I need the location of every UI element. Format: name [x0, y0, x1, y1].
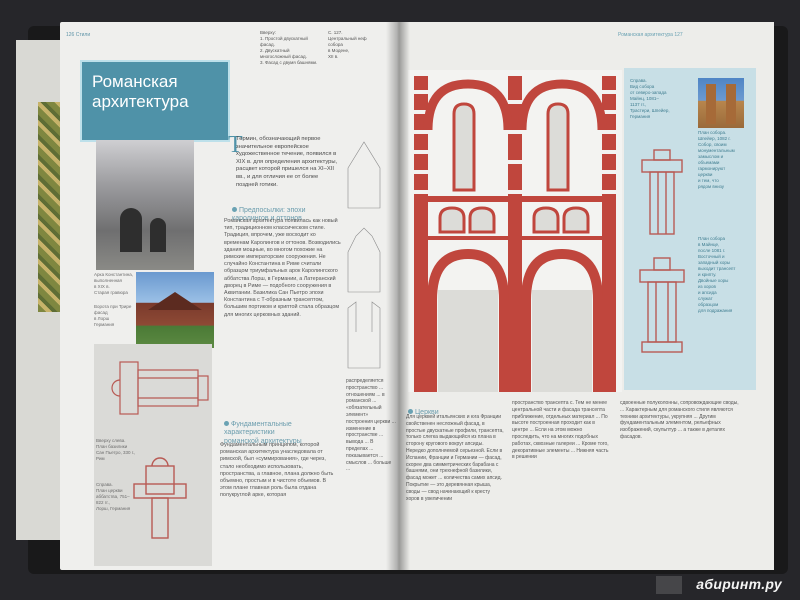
note-top-left: Вверху: 1. Простой двускатный фасад. 2. …: [260, 30, 318, 65]
caption-photo2: Ворота при Трире фасад в Лорш Германия: [94, 304, 132, 327]
section-heading-1-text: Предпосылки: эпохи каролингов и оттонов: [232, 206, 306, 223]
section-heading-1: Предпосылки: эпохи каролингов и оттонов: [232, 198, 342, 224]
arcade-arch-right: [521, 248, 603, 392]
section-heading-2: Фундаментальные характеристики романской…: [224, 412, 342, 446]
pier-center: [508, 76, 522, 392]
cathedral-tower: [726, 84, 736, 124]
section-heading-3-text: Церкви: [415, 408, 439, 416]
facade-types-sketches: [347, 141, 381, 369]
gallery-opening: [438, 206, 466, 234]
gatehouse-roof: [148, 292, 202, 310]
arch-of-constantine-photo: [96, 140, 194, 270]
lorsch-gatehouse-photo: [136, 272, 214, 348]
clerestory-window: [546, 102, 570, 192]
plans-panel: Вверху слева. План базилики Сан Пьетро, …: [94, 344, 212, 566]
lead-paragraph: Термин, обозначающий первое значительное…: [236, 136, 338, 188]
note-top-right: С. 127. Центральный неф собора в Модене,…: [328, 30, 367, 59]
section-heading-3: Церкви: [408, 400, 468, 417]
side-caption-3: План собора в Майнце, после 1081 г. Вост…: [698, 236, 736, 313]
pier-left: [414, 76, 428, 392]
right-running-head: Романская архитектура 127: [618, 32, 683, 38]
watermark: абиринт.ру: [696, 576, 782, 592]
left-page: 126 Стили Романская архитектура Арка Кон…: [60, 22, 398, 570]
left-running-head: 126 Стили: [66, 32, 91, 38]
right-page: Романская архитектура 127: [398, 22, 774, 570]
speyer-cathedral-photo: [698, 78, 744, 128]
caption-plan1: Вверху слева. План базилики Сан Пьетро, …: [96, 438, 136, 461]
right-col1-text: Для церквей итальянских и юга Франции св…: [406, 414, 504, 502]
basilica-plans-drawing: [111, 361, 209, 539]
arch-opening: [150, 218, 166, 252]
arcade-arch-left: [427, 248, 509, 392]
pier-right: [602, 76, 616, 392]
section1-text: Романская архитектура появилась как новы…: [224, 218, 341, 318]
upper-arch-left: [423, 79, 513, 131]
cathedral-tower: [706, 84, 716, 124]
page-title: Романская архитектура: [92, 72, 189, 112]
watermark-logo-mark: [656, 576, 682, 594]
caption-photo1: Арка Константина, выполненная в XIX в. С…: [94, 272, 133, 295]
section-bullet: [224, 420, 229, 426]
gallery-opening: [532, 206, 560, 234]
plan2-choir: [145, 465, 175, 495]
gallery-opening: [562, 206, 590, 234]
plan1-transept: [119, 361, 139, 415]
book-gutter: [386, 22, 410, 570]
plan1-nave: [137, 369, 199, 407]
right-running-head-text: Романская архитектура 127: [618, 32, 683, 38]
underlying-page: А и: [16, 40, 64, 540]
cathedral-floor-plans: [639, 149, 685, 353]
underlying-page-ornament: [38, 102, 60, 312]
section-heading-2-text: Фундаментальные характеристики романской…: [224, 420, 302, 445]
section2-text: Фундаментальным принципом, которой роман…: [220, 442, 334, 499]
cathedral-nave-elevation-drawing: [408, 70, 622, 392]
page-title-line1: Романская: [92, 72, 178, 91]
page-title-line2: архитектура: [92, 92, 189, 111]
upper-arch-right: [517, 79, 607, 131]
title-block: Романская архитектура: [80, 60, 230, 142]
clerestory-window: [452, 102, 476, 192]
left-page-col3-text: распределяется пространство ... отношени…: [346, 378, 396, 473]
side-caption-1: Справа. Вид собора от северо-запада Майн…: [630, 78, 670, 119]
right-col3-text: сдвоенные полуколонны, сопровождающие св…: [620, 400, 739, 440]
side-caption-2: План собора. Шпейер, 1082 г. Собор, свои…: [698, 130, 735, 189]
section-bullet: [408, 408, 413, 414]
arch-opening: [120, 208, 142, 252]
right-col2-text: пространство трансепта с. Тем не менее ц…: [512, 400, 609, 461]
drop-cap: Т: [228, 132, 243, 158]
caption-plan2: Справа. План церкви аббатства, 751–822 г…: [96, 482, 131, 511]
gallery-opening: [468, 206, 496, 234]
section-bullet: [232, 206, 237, 212]
